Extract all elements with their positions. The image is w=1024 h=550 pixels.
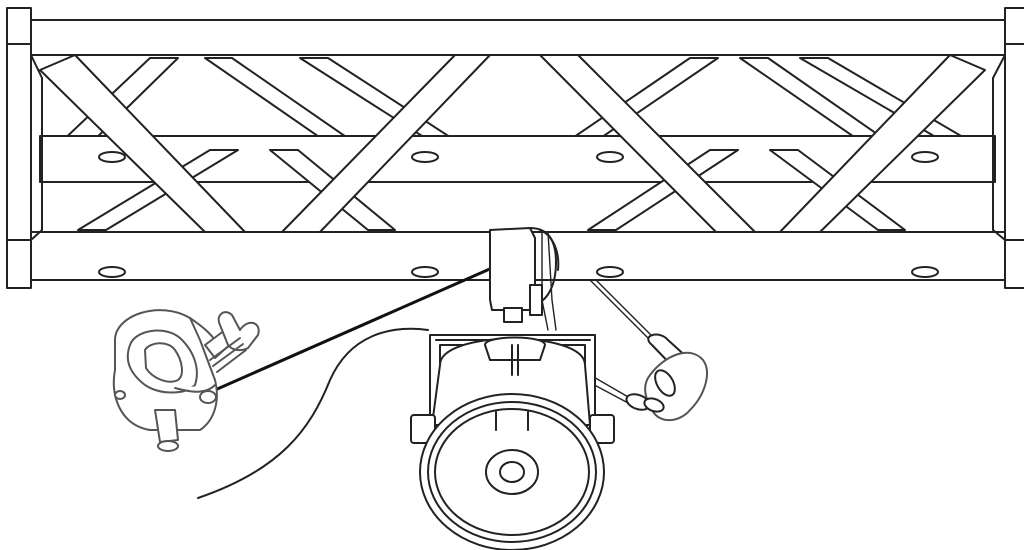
truss-front-diagonals [39,54,986,233]
truss-right-end-plate [992,7,1024,289]
half-coupler-clamp [112,309,260,452]
safety-cable [541,231,708,422]
truss-bottom-holes [98,266,939,278]
truss-top-tube [29,19,1006,56]
light-front-bezel [419,393,605,550]
par-can-light [410,334,615,550]
truss-left-end-plate [6,7,43,289]
power-cable [197,327,429,499]
light-mount-knob [484,336,546,361]
mounting-clamp [489,227,560,323]
leader-line [214,266,493,392]
light-lens [485,449,539,495]
truss-middle-holes [98,151,939,163]
